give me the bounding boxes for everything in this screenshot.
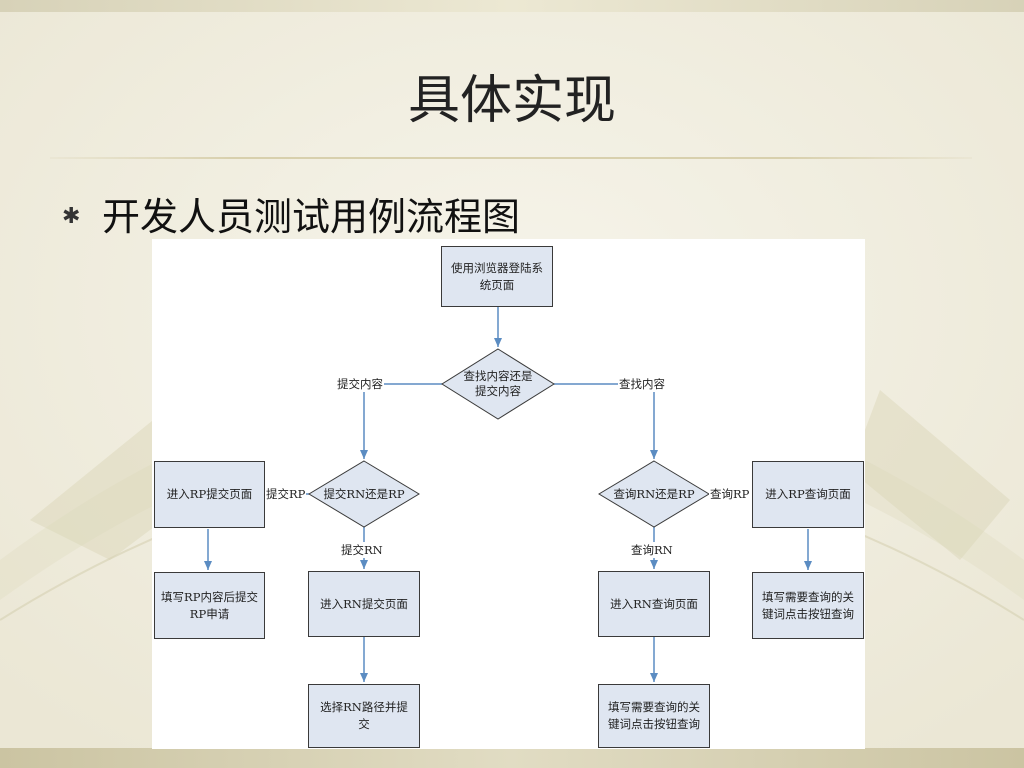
title-divider [50, 157, 972, 159]
node-fill-query-rp: 填写需要查询的关键词点击按钮查询 [752, 572, 864, 639]
node-select-rn-path: 选择RN路径并提交 [308, 684, 420, 748]
flowchart-connectors [204, 307, 812, 682]
decision-submit-label: 提交RN还是RP [323, 486, 405, 501]
node-login: 使用浏览器登陆系统页面 [441, 246, 553, 307]
connector-to-query-decision [554, 383, 658, 459]
edge-label-query-rn: 查询RN [630, 542, 674, 558]
node-enter-rn-submit: 进入RN提交页面 [308, 571, 420, 637]
edge-label-submit-rp: 提交RP [265, 486, 307, 502]
node-fill-rp: 填写RP内容后提交RP申请 [154, 572, 265, 639]
decision-main-label: 查找内容还是提交内容 [463, 369, 533, 398]
decision-query-shape [598, 460, 710, 528]
top-decorative-band [0, 0, 1024, 12]
connector-to-submit-decision [360, 383, 442, 459]
node-enter-rn-query: 进入RN查询页面 [598, 571, 710, 637]
slide-title: 具体实现 [407, 71, 616, 131]
decision-main-shape [441, 348, 555, 420]
bullet-text: 开发人员测试用例流程图 [102, 195, 521, 239]
decision-query-label: 查询RN还是RP [613, 486, 695, 501]
edge-label-submit-content: 提交内容 [336, 376, 384, 392]
edge-label-query-rp: 查询RP [709, 486, 751, 502]
node-enter-rp-query: 进入RP查询页面 [752, 461, 864, 528]
decision-submit-shape [308, 460, 420, 528]
asterisk-bullet-icon: ✱ [62, 204, 81, 229]
flowchart: 使用浏览器登陆系统页面 进入RP提交页面 填写RP内容后提交RP申请 进入RN提… [152, 239, 865, 749]
node-enter-rp-submit: 进入RP提交页面 [154, 461, 265, 528]
edge-label-submit-rn: 提交RN [340, 542, 384, 558]
bottom-decorative-band [0, 748, 1024, 768]
node-fill-query-rn: 填写需要查询的关键词点击按钮查询 [598, 684, 710, 748]
edge-label-query-content: 查找内容 [618, 376, 666, 392]
